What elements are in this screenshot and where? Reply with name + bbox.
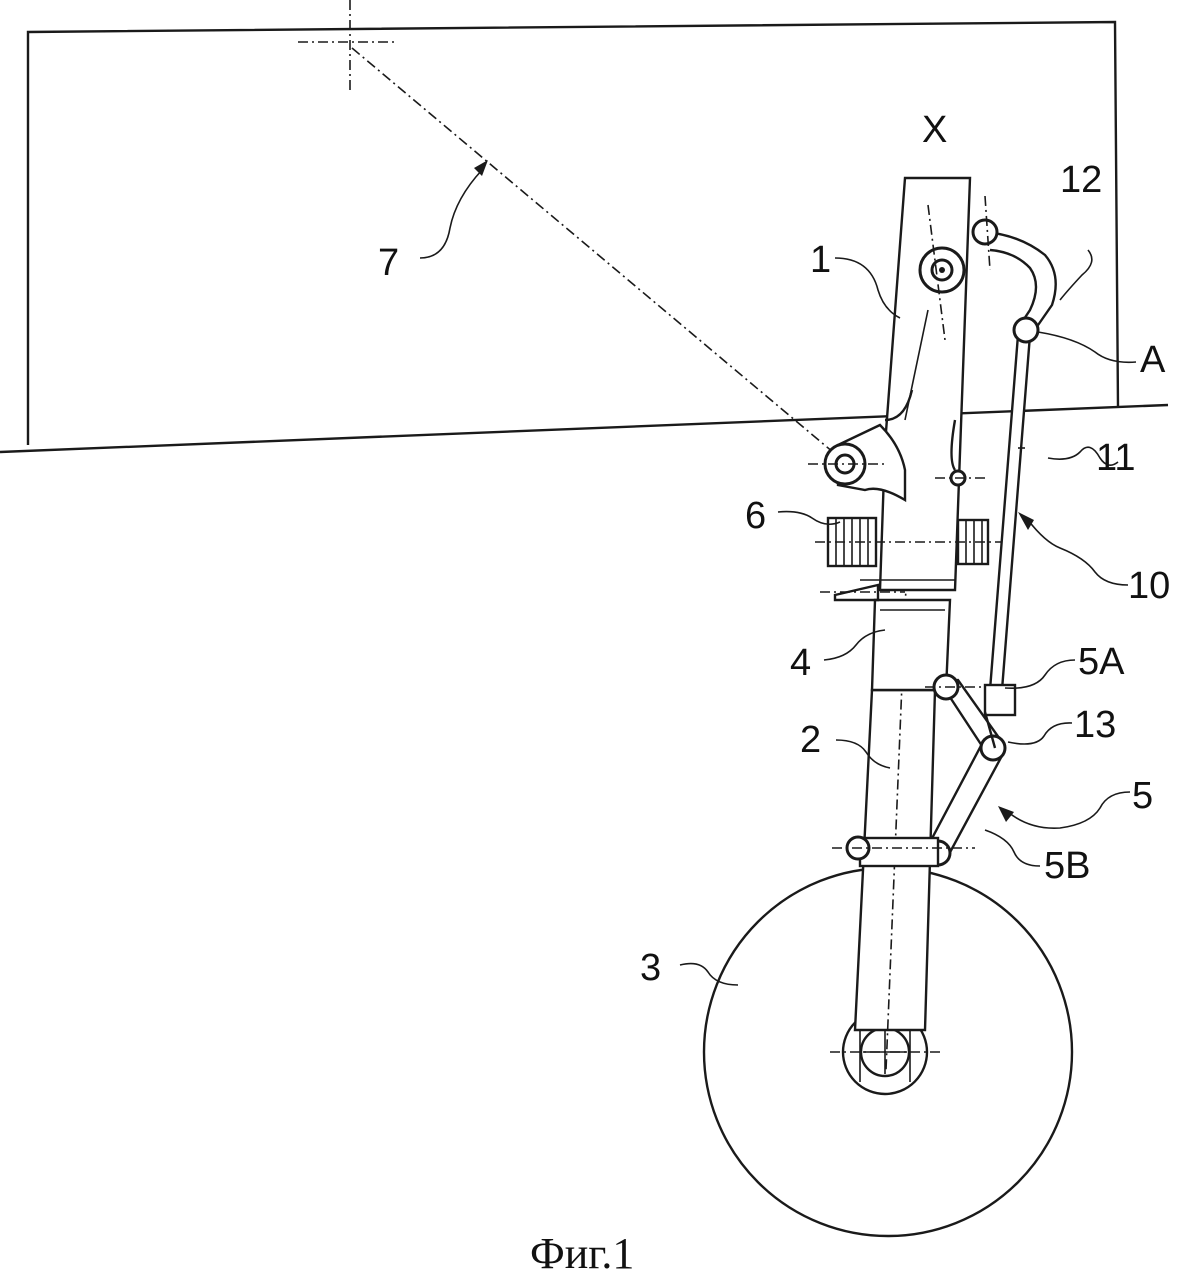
label-12: 12 [1060, 159, 1102, 201]
collar [820, 579, 955, 692]
side-bracket [808, 423, 985, 503]
label-5b: 5B [1044, 845, 1090, 887]
lower-collar [832, 835, 975, 868]
label-5a: 5A [1078, 641, 1125, 683]
label-x: X [922, 109, 947, 151]
lever [971, 195, 1057, 344]
label-13: 13 [1074, 704, 1116, 746]
label-11: 11 [1096, 437, 1135, 479]
arrow-5-head [998, 806, 1014, 822]
label-a: A [1140, 339, 1166, 381]
label-3: 3 [640, 947, 661, 989]
actuator [983, 333, 1032, 749]
figure-caption: Фиг.1 [530, 1229, 634, 1278]
arrow-10-head [1018, 512, 1034, 530]
main-strut [878, 176, 972, 592]
label-4: 4 [790, 642, 811, 684]
pivot-reference [298, 0, 841, 459]
label-2: 2 [800, 719, 821, 761]
label-7: 7 [378, 242, 399, 284]
gear-bay-outline [0, 20, 1169, 454]
label-10: 10 [1128, 565, 1170, 607]
arrow-7-head [474, 160, 488, 176]
pivot-x [918, 204, 966, 341]
leader-lines [419, 169, 1137, 986]
label-5: 5 [1132, 775, 1153, 817]
label-6: 6 [745, 495, 766, 537]
part-labels: X 12 1 7 A 11 6 10 4 5A 13 2 5 5B 3 [378, 109, 1170, 989]
trunnions [815, 516, 1005, 568]
label-1: 1 [810, 239, 831, 281]
